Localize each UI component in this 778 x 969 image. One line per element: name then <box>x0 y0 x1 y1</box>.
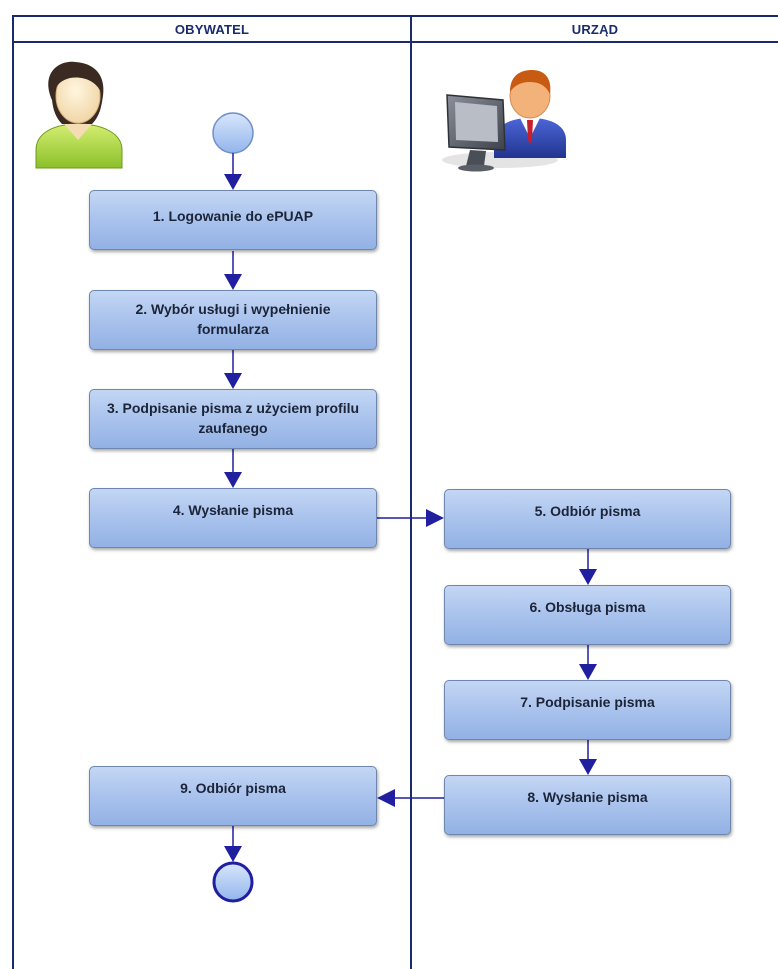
citizen-woman-icon <box>35 61 123 169</box>
step-3-sign-letter: 3. Podpisanie pisma z użyciem profilu za… <box>89 389 377 449</box>
step-8-send-letter: 8. Wysłanie pisma <box>444 775 731 835</box>
step-label: 4. Wysłanie pisma <box>172 502 294 518</box>
end-node <box>212 861 254 903</box>
step-7-sign-letter: 7. Podpisanie pisma <box>444 680 731 740</box>
step-9-receive-letter: 9. Odbiór pisma <box>89 766 377 826</box>
step-label: 6. Obsługa pisma <box>529 599 646 615</box>
step-6-handle-letter: 6. Obsługa pisma <box>444 585 731 645</box>
step-label: 1. Logowanie do ePUAP <box>152 208 314 224</box>
step-label: 3. Podpisanie pisma z użyciem profilu za… <box>106 400 360 436</box>
step-5-receive-letter: 5. Odbiór pisma <box>444 489 731 549</box>
step-label: 5. Odbiór pisma <box>534 503 641 519</box>
start-node <box>212 112 254 154</box>
step-label: 7. Podpisanie pisma <box>520 694 655 710</box>
step-label: 9. Odbiór pisma <box>180 780 286 796</box>
lane-header-office: URZĄD <box>571 21 619 37</box>
step-label: 8. Wysłanie pisma <box>527 789 648 805</box>
step-4-send-letter: 4. Wysłanie pisma <box>89 488 377 548</box>
connectors <box>224 153 597 862</box>
swimlane-frame <box>12 15 778 969</box>
step-1-login: 1. Logowanie do ePUAP <box>89 190 377 250</box>
lane-header-citizen: OBYWATEL <box>174 21 250 37</box>
office-clerk-computer-icon <box>442 70 566 172</box>
step-label: 2. Wybór usługi i wypełnienie formularza <box>135 301 331 337</box>
step-2-select-service: 2. Wybór usługi i wypełnienie formularza <box>89 290 377 350</box>
